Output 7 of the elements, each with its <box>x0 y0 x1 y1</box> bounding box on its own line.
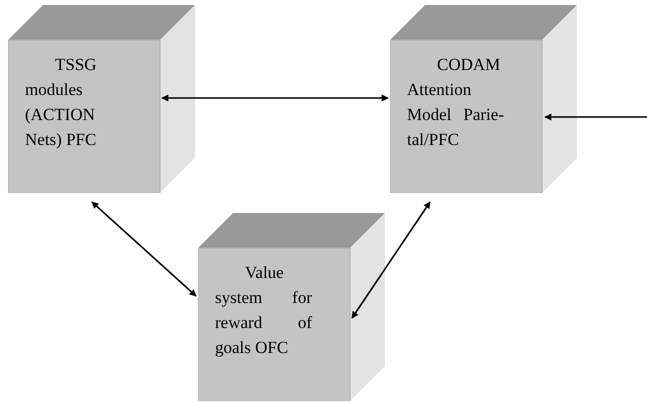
double-arrow <box>544 114 647 120</box>
box-text: CODAM Attention Model Parie-tal/PFC <box>407 54 504 151</box>
box-text: Value system for reward of goals OFC <box>215 262 312 359</box>
double-arrow <box>91 201 197 297</box>
double-arrow <box>161 94 389 102</box>
box-text: TSSG modules (ACTION Nets) PFC <box>25 54 98 151</box>
double-arrow <box>351 201 431 319</box>
